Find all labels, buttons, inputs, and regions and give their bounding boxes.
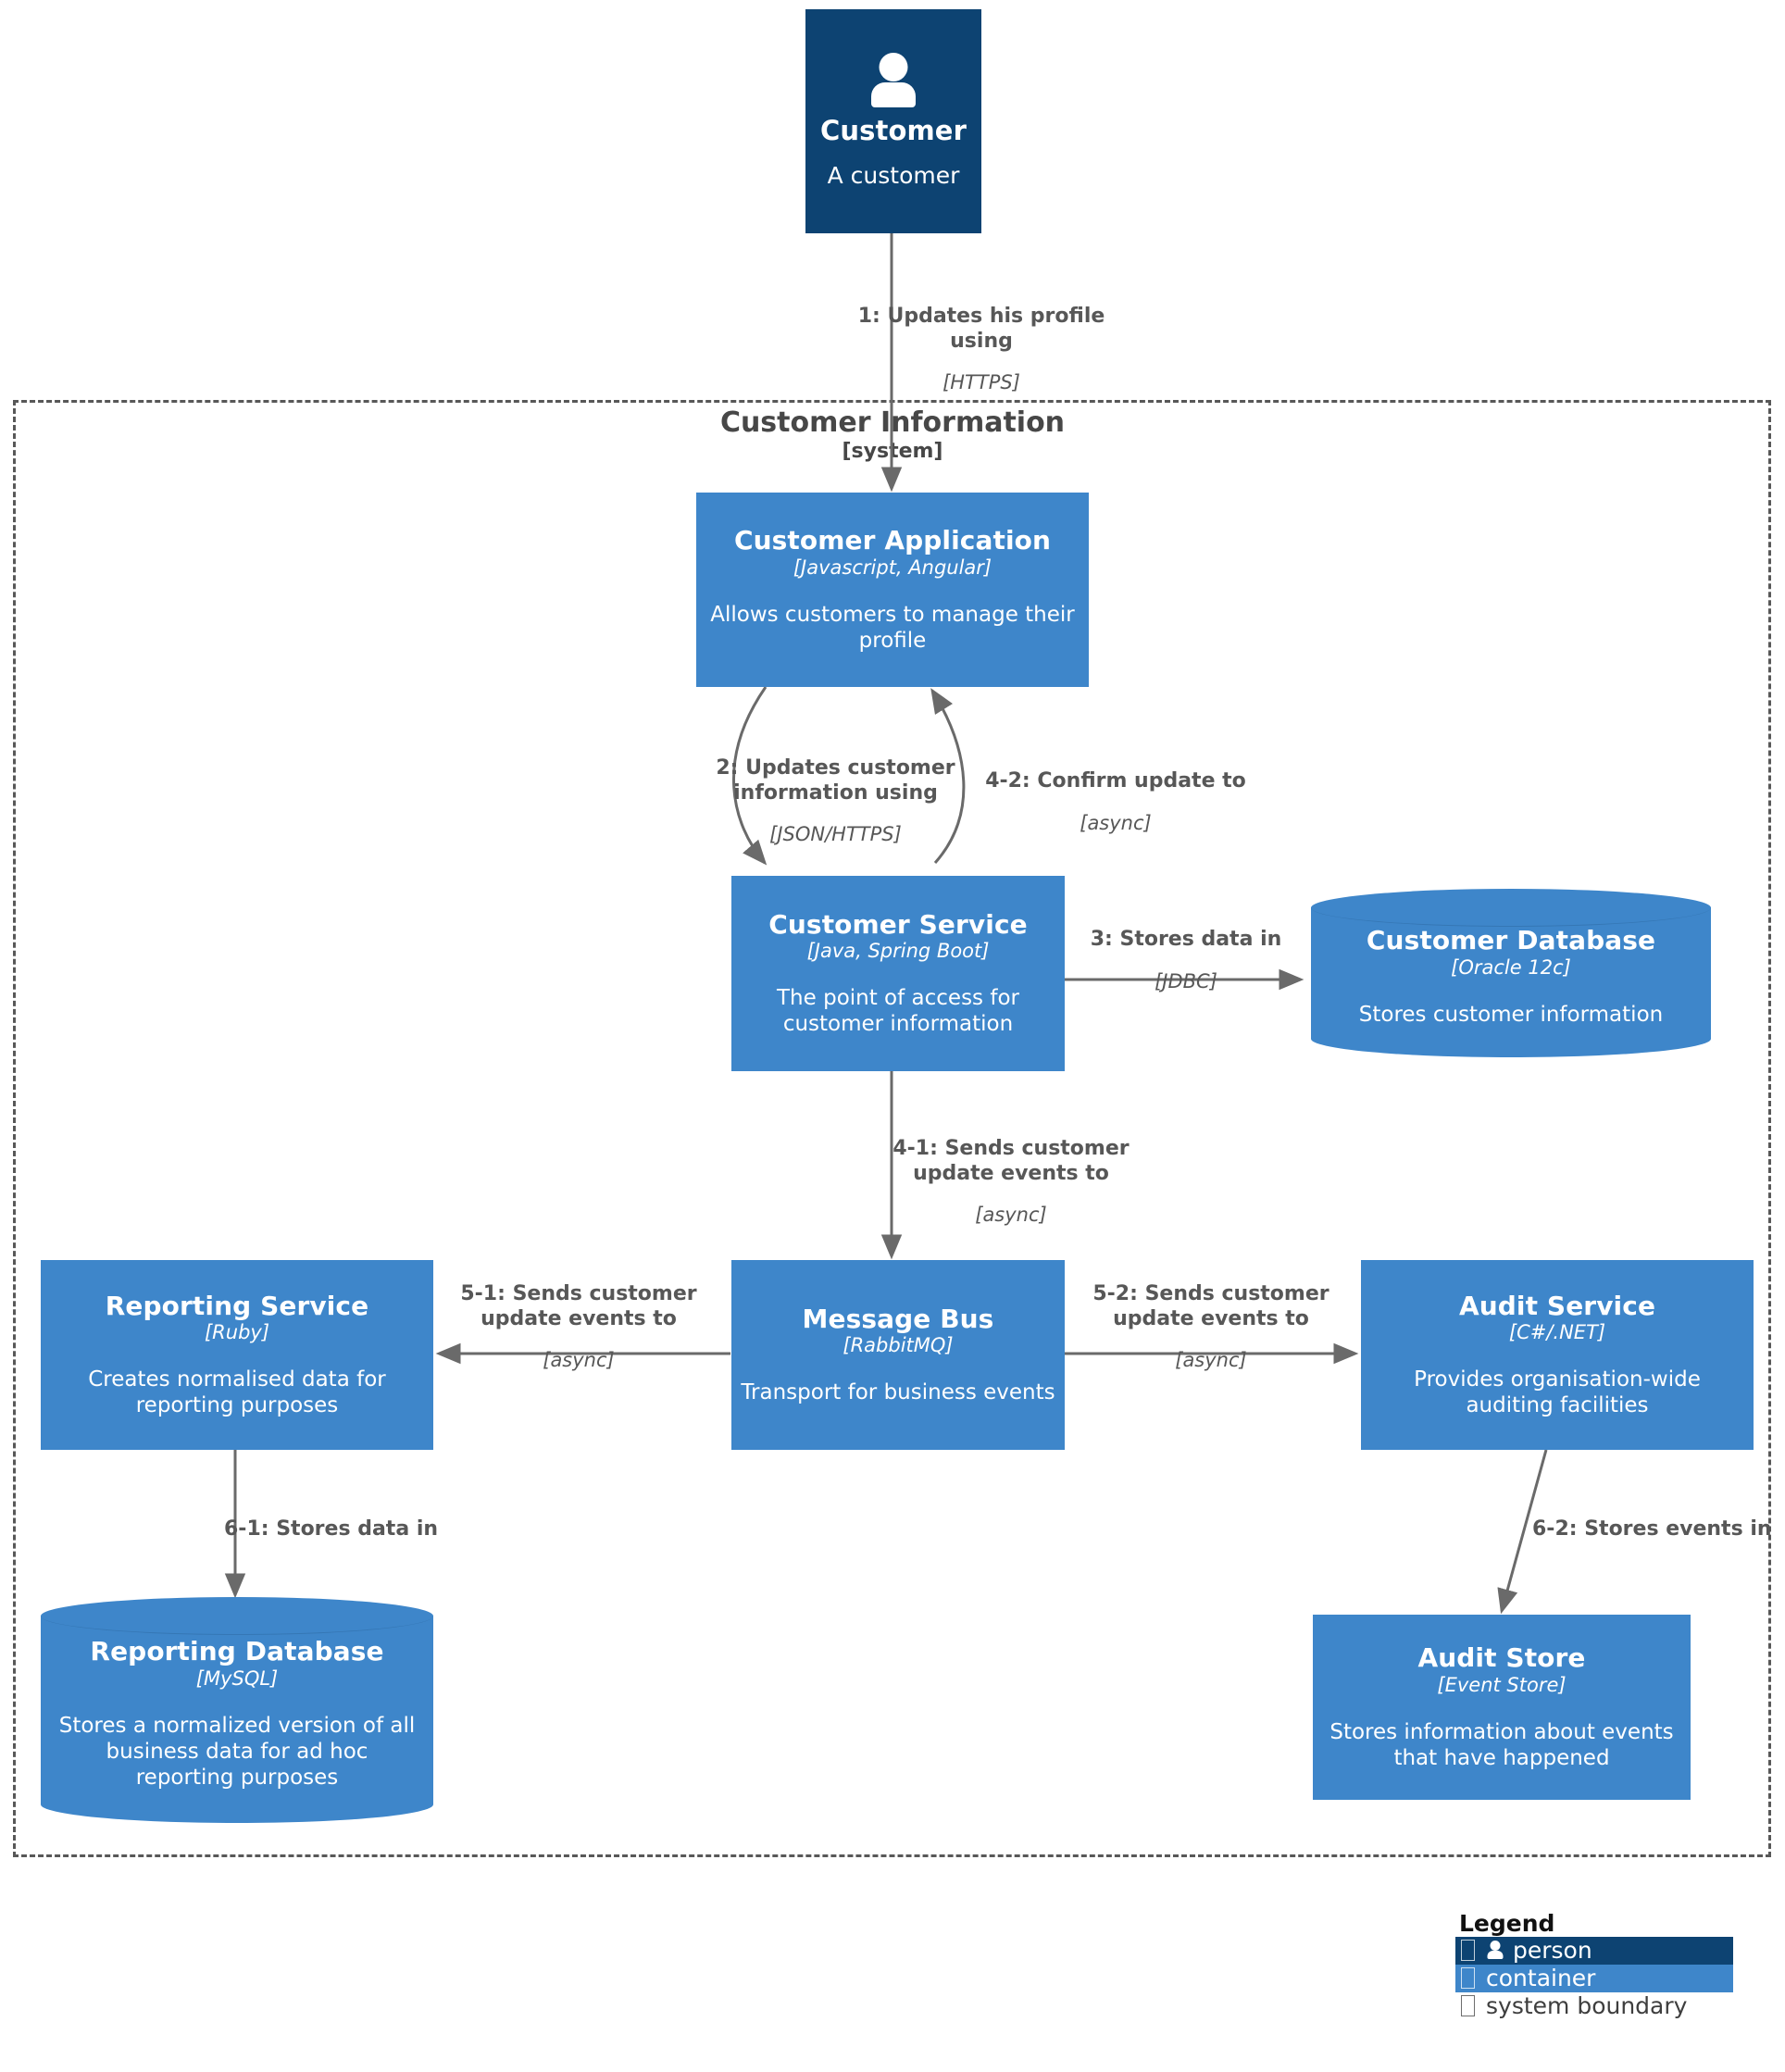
edge-label-1: 1: Updates his profile using [HTTPS] xyxy=(833,287,1130,413)
node-audit-service-name: Audit Service xyxy=(1458,1290,1656,1321)
node-customer-application[interactable]: Customer Application [Javascript, Angula… xyxy=(696,493,1089,687)
missing-glyph-icon xyxy=(1461,1967,1475,1989)
cylinder-body xyxy=(1311,907,1711,1039)
node-audit-store-tech: [Event Store] xyxy=(1437,1673,1567,1696)
legend-item-system-boundary: system boundary xyxy=(1455,1992,1733,2020)
node-audit-store-description: Stores information about events that hav… xyxy=(1329,1719,1674,1770)
node-customer-service-tech: [Java, Spring Boot] xyxy=(806,940,990,963)
node-message-bus-name: Message Bus xyxy=(802,1303,994,1334)
edge-label-4-1-text: 4-1: Sends customer update events to xyxy=(892,1137,1130,1185)
edge-label-2-text: 2: Updates customer information using xyxy=(716,756,955,805)
node-reporting-database-name: Reporting Database xyxy=(90,1636,384,1667)
node-audit-service-tech: [C#/.NET] xyxy=(1508,1321,1606,1344)
legend-item-container: container xyxy=(1455,1964,1733,1992)
edge-label-5-2: 5-2: Sends customer update events to [as… xyxy=(1077,1265,1345,1391)
edge-label-2-tech: [JSON/HTTPS] xyxy=(769,823,902,846)
node-customer-database-description: Stores customer information xyxy=(1358,1002,1664,1027)
edge-label-4-2-tech: [async] xyxy=(1080,811,1152,834)
edge-label-2: 2: Updates customer information using [J… xyxy=(704,739,967,865)
edge-label-6-2: 6-2: Stores events in xyxy=(1532,1500,1785,1560)
node-customer[interactable]: Customer A customer xyxy=(805,9,981,233)
node-customer-database[interactable]: Customer Database [Oracle 12c] Stores cu… xyxy=(1311,889,1711,1057)
edge-label-5-1: 5-1: Sends customer update events to [as… xyxy=(444,1265,713,1391)
node-message-bus-description: Transport for business events xyxy=(741,1380,1055,1405)
edge-label-4-2-text: 4-2: Confirm update to xyxy=(985,769,1246,793)
node-customer-service[interactable]: Customer Service [Java, Spring Boot] The… xyxy=(731,876,1065,1071)
node-customer-service-description: The point of access for customer informa… xyxy=(777,986,1019,1037)
edge-label-5-1-tech: [async] xyxy=(543,1349,615,1372)
node-message-bus[interactable]: Message Bus [RabbitMQ] Transport for bus… xyxy=(731,1260,1065,1450)
node-reporting-service-tech: [Ruby] xyxy=(204,1321,270,1344)
edge-label-6-1: 6-1: Stores data in xyxy=(224,1500,483,1560)
edge-label-6-1-text: 6-1: Stores data in xyxy=(224,1517,439,1542)
edge-label-5-1-text: 5-1: Sends customer update events to xyxy=(460,1282,697,1330)
node-customer-database-name: Customer Database xyxy=(1366,925,1656,956)
legend-item-person: person xyxy=(1455,1936,1733,1965)
node-message-bus-tech: [RabbitMQ] xyxy=(843,1334,954,1357)
node-customer-application-tech: [Javascript, Angular] xyxy=(793,555,992,579)
system-boundary-type: [system] xyxy=(842,439,943,463)
edge-label-1-tech: [HTTPS] xyxy=(942,371,1020,394)
edge-label-3: 3: Stores data in [JDBC] xyxy=(1067,910,1305,1011)
node-reporting-database-description: Stores a normalized version of all busin… xyxy=(58,1713,416,1790)
edge-label-3-text: 3: Stores data in xyxy=(1090,928,1282,952)
node-customer-description: A customer xyxy=(827,161,960,189)
node-reporting-service-name: Reporting Service xyxy=(105,1290,369,1321)
node-audit-service[interactable]: Audit Service [C#/.NET] Provides organis… xyxy=(1361,1260,1754,1450)
edge-label-5-2-tech: [async] xyxy=(1175,1349,1247,1372)
cylinder-body xyxy=(41,1616,433,1804)
node-reporting-database[interactable]: Reporting Database [MySQL] Stores a norm… xyxy=(41,1597,433,1823)
legend: Legend person container system boundary xyxy=(1455,1911,1733,2020)
edge-label-4-1: 4-1: Sends customer update events to [as… xyxy=(872,1119,1150,1245)
node-audit-service-description: Provides organisation-wide auditing faci… xyxy=(1414,1367,1701,1418)
edge-label-4-1-tech: [async] xyxy=(975,1204,1047,1227)
node-reporting-database-tech: [MySQL] xyxy=(195,1666,279,1690)
node-audit-store-name: Audit Store xyxy=(1417,1642,1586,1674)
legend-title: Legend xyxy=(1459,1910,1555,1937)
node-reporting-service[interactable]: Reporting Service [Ruby] Creates normali… xyxy=(41,1260,433,1450)
person-icon xyxy=(1486,1941,1504,1960)
node-customer-application-description: Allows customers to manage their profile xyxy=(710,602,1075,653)
node-audit-store[interactable]: Audit Store [Event Store] Stores informa… xyxy=(1313,1615,1691,1800)
node-customer-service-name: Customer Service xyxy=(768,908,1028,940)
person-icon xyxy=(866,52,921,110)
edge-label-3-tech: [JDBC] xyxy=(1155,969,1217,992)
legend-item-person-label: person xyxy=(1513,1937,1592,1964)
node-reporting-service-description: Creates normalised data for reporting pu… xyxy=(88,1367,386,1418)
legend-item-container-label: container xyxy=(1486,1965,1596,1991)
legend-item-system-boundary-label: system boundary xyxy=(1486,1992,1688,2019)
edge-label-4-2: 4-2: Confirm update to [async] xyxy=(981,752,1250,853)
missing-glyph-icon xyxy=(1461,1995,1475,2016)
edge-label-5-2-text: 5-2: Sends customer update events to xyxy=(1092,1282,1329,1330)
system-boundary-title: Customer Information [system] xyxy=(661,406,1124,463)
node-customer-name: Customer xyxy=(820,114,967,146)
cylinder-top xyxy=(41,1597,433,1635)
cylinder-top xyxy=(1311,889,1711,927)
node-customer-application-name: Customer Application xyxy=(733,525,1052,556)
edge-label-6-2-text: 6-2: Stores events in xyxy=(1532,1517,1772,1542)
missing-glyph-icon xyxy=(1461,1940,1475,1961)
edge-label-1-text: 1: Updates his profile using xyxy=(857,305,1105,353)
node-customer-database-tech: [Oracle 12c] xyxy=(1451,955,1571,979)
